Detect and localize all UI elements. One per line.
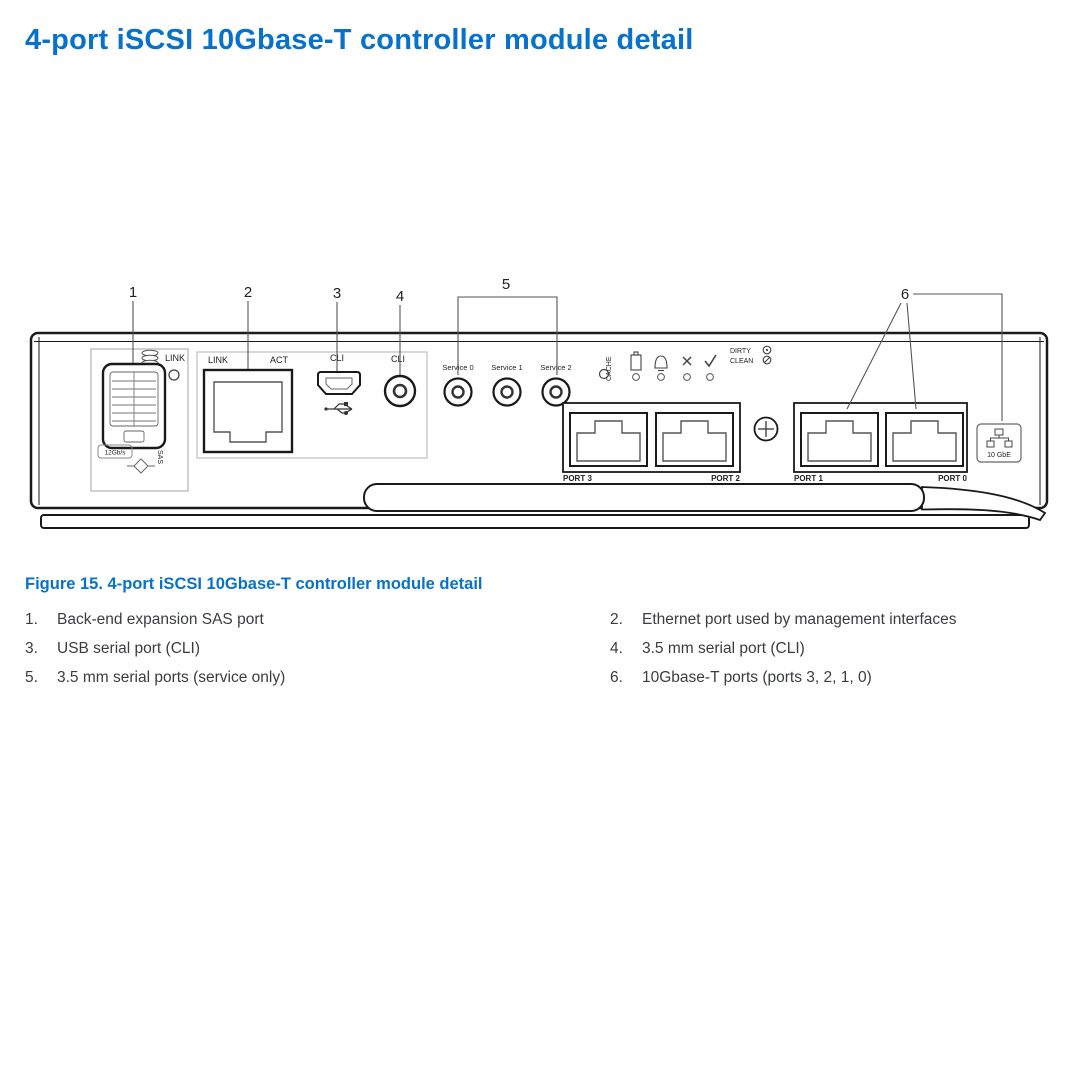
legend-item-number: 2. <box>610 611 623 628</box>
sas-speed-badge: 12Gb/s SAS <box>97 444 163 474</box>
legend-item-text: USB serial port (CLI) <box>57 640 200 657</box>
port0-label: PORT 0 <box>938 474 967 483</box>
legend-item-1: 1. Back-end expansion SAS port <box>25 611 610 640</box>
legend-item-text: Ethernet port used by management interfa… <box>642 611 957 628</box>
port1-label: PORT 1 <box>794 474 823 483</box>
service1-jack <box>492 377 522 407</box>
callout-1: 1 <box>129 284 137 301</box>
dirty-symbol-dot <box>765 348 769 352</box>
sas-diamond-icon <box>133 458 149 474</box>
network-icon <box>986 428 1013 448</box>
callout-3: 3 <box>333 285 341 302</box>
legend-item-number: 6. <box>610 669 623 686</box>
sas-link-led <box>168 369 180 381</box>
clean-symbol-slash <box>764 357 770 363</box>
callout-numbers: 1 2 3 4 5 6 <box>129 276 909 305</box>
sas-vertical-label: SAS <box>156 450 163 464</box>
battery-icon <box>630 351 642 371</box>
legend-item-4: 4. 3.5 mm serial port (CLI) <box>610 640 1057 669</box>
legend-item-number: 3. <box>25 640 38 657</box>
ok-led <box>706 373 714 381</box>
status-indicators: CACHE DIRTY CLEAN <box>598 345 772 381</box>
ten-gbe-badge: 10 GbE <box>976 423 1022 463</box>
port2-label: PORT 2 <box>711 474 740 483</box>
dirty-label: DIRTY <box>730 348 751 355</box>
legend-item-number: 5. <box>25 669 38 686</box>
port-group-right: PORT 1 PORT 0 <box>793 402 968 483</box>
service2-jack <box>541 377 571 407</box>
rj45-port-3 <box>569 412 648 467</box>
controller-module-diagram: LINK 12Gb/s SAS <box>29 276 1049 529</box>
usb-port-group: CLI <box>317 353 361 415</box>
service0-jack <box>443 377 473 407</box>
legend-item-6: 6. 10Gbase-T ports (ports 3, 2, 1, 0) <box>610 669 1057 698</box>
sas-connector-pins <box>109 371 159 443</box>
sas-speed-label: 12Gb/s <box>105 450 127 457</box>
legend-item-3: 3. USB serial port (CLI) <box>25 640 610 669</box>
rj45-port-2 <box>655 412 734 467</box>
thumbscrew <box>753 416 779 442</box>
serial-cli-jack-inner <box>392 383 408 399</box>
usb-icon <box>324 402 353 415</box>
service2-label: Service 2 <box>540 363 571 372</box>
serial-cli-port-group: CLI <box>383 354 417 408</box>
usb-mini-opening <box>325 377 353 390</box>
port-group-left: PORT 3 PORT 2 <box>562 402 741 483</box>
usb-mini-connector <box>317 371 361 395</box>
fault-icon <box>682 356 692 366</box>
ethernet-link-label: LINK <box>208 355 228 365</box>
cache-label: CACHE <box>606 356 613 381</box>
battery-led <box>632 373 640 381</box>
figure-caption: Figure 15. 4-port iSCSI 10Gbase-T contro… <box>25 575 483 593</box>
figure-legend: 1. Back-end expansion SAS port 2. Ethern… <box>25 611 1057 698</box>
alarm-led <box>657 373 665 381</box>
legend-item-number: 4. <box>610 640 623 657</box>
legend-item-2: 2. Ethernet port used by management inte… <box>610 611 1057 640</box>
callout-6: 6 <box>901 286 909 303</box>
legend-item-text: 3.5 mm serial ports (service only) <box>57 669 286 686</box>
service0-jack-inner <box>451 385 465 399</box>
ethernet-jack-opening <box>213 381 283 443</box>
legend-item-text: Back-end expansion SAS port <box>57 611 264 628</box>
clean-label: CLEAN <box>730 358 753 365</box>
callout-2: 2 <box>244 284 252 301</box>
service1-label: Service 1 <box>491 363 522 372</box>
ethernet-jack <box>202 368 294 454</box>
rj45-port-0 <box>885 412 964 467</box>
clean-symbol-icon <box>762 355 772 365</box>
ejector-handle <box>363 483 1047 522</box>
dirty-symbol-icon <box>762 345 772 355</box>
legend-item-text: 10Gbase-T ports (ports 3, 2, 1, 0) <box>642 669 872 686</box>
cache-led <box>598 368 610 380</box>
serial-cli-jack <box>383 374 417 408</box>
sas-port-group: LINK 12Gb/s SAS <box>90 348 189 492</box>
io-panel <box>196 351 428 459</box>
page-title: 4-port iSCSI 10Gbase-T controller module… <box>25 24 694 56</box>
legend-item-5: 5. 3.5 mm serial ports (service only) <box>25 669 610 698</box>
port3-label: PORT 3 <box>563 474 592 483</box>
ok-icon <box>704 354 717 368</box>
bottom-rail <box>40 514 1030 529</box>
fault-led <box>683 373 691 381</box>
rj45-port-1 <box>800 412 879 467</box>
legend-item-text: 3.5 mm serial port (CLI) <box>642 640 805 657</box>
ethernet-act-label: ACT <box>270 355 289 365</box>
service2-jack-inner <box>549 385 563 399</box>
ten-gbe-label: 10 GbE <box>987 452 1011 459</box>
callout-lines <box>132 293 1003 421</box>
alarm-icon <box>654 355 668 372</box>
sas-link-label: LINK <box>165 353 185 363</box>
callout-4: 4 <box>396 288 404 305</box>
serial-cli-label: CLI <box>391 354 405 364</box>
callout-5: 5 <box>502 276 510 293</box>
legend-item-number: 1. <box>25 611 38 628</box>
service1-jack-inner <box>500 385 514 399</box>
service-ports-group: Service 0 Service 1 Service 2 <box>442 363 572 407</box>
ethernet-port-group: LINK ACT <box>202 355 294 454</box>
